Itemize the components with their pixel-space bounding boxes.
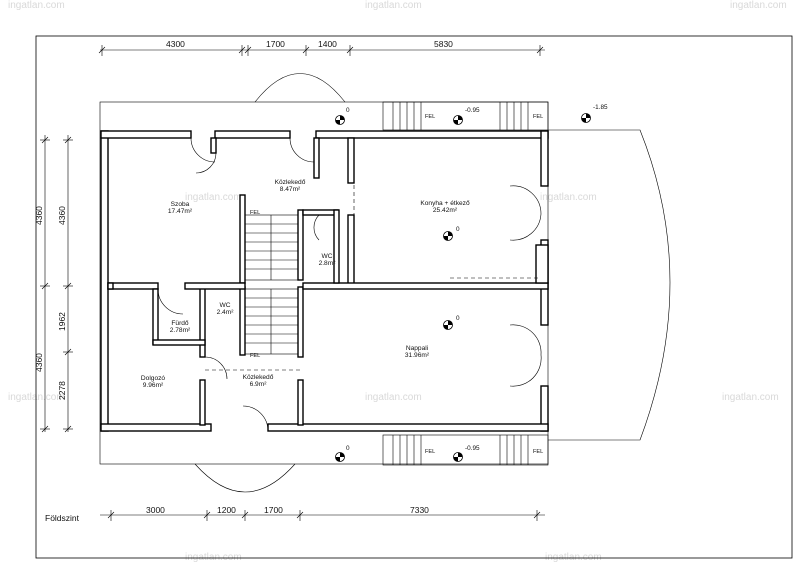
level-text: 0 (346, 107, 350, 114)
room-area-kozlekedo-lower: 6.9m² (250, 381, 268, 388)
level-text: 0 (346, 445, 350, 452)
room-name-konyha: Konyha + étkező (420, 200, 470, 207)
fel-label: FEL (250, 353, 260, 359)
dim-left-outer-2: 4360 (34, 353, 44, 372)
room-name-szoba: Szoba (171, 201, 190, 208)
staircase-lower (244, 288, 299, 355)
dim-left-inner-1: 4360 (57, 206, 67, 225)
watermark: ingatlan.com (8, 0, 65, 11)
level-text: 0 (456, 226, 460, 233)
hidden-lines (205, 185, 540, 371)
dimension-top: 4300 1700 1400 5830 (98, 39, 545, 56)
dim-left-inner-2: 1962 (57, 312, 67, 331)
watermark: ingatlan.com (722, 392, 779, 403)
dim-left-outer-1: 4360 (34, 206, 44, 225)
dimension-left: 4360 4360 4360 1962 2278 (34, 135, 73, 433)
staircase-upper (244, 214, 299, 281)
level-marker: 0 (443, 315, 460, 330)
room-name-kozlekedo-upper: Közlekedő (275, 179, 306, 186)
room-area-dolgozo: 9.96m² (143, 382, 164, 389)
terrace-arc (548, 129, 671, 441)
level-text: -1.85 (593, 104, 608, 111)
room-area-furdo: 2.78m² (170, 327, 191, 334)
bay-top (254, 73, 346, 103)
room-name-wc-1: WC (322, 253, 333, 260)
dim-top-4: 5830 (434, 39, 453, 49)
dim-top-3: 1400 (318, 39, 337, 49)
doors (157, 137, 542, 432)
room-labels: Szoba 17.47m² Közlekedő 8.47m² Konyha + … (141, 179, 470, 389)
steps-top (382, 101, 549, 131)
room-name-furdo: Fürdő (171, 320, 189, 327)
room-name-dolgozo: Dolgozó (141, 375, 166, 382)
walls (100, 130, 549, 432)
dim-left-inner-3: 2278 (57, 381, 67, 400)
watermark: ingatlan.com (185, 552, 242, 563)
room-area-wc-1: 2.8m² (319, 260, 337, 267)
stair-labels: FEL FEL FEL FEL FEL FEL (250, 114, 543, 455)
room-name-kozlekedo-lower: Közlekedő (243, 374, 274, 381)
level-marker: -0.95 (453, 445, 480, 462)
dim-bottom-3: 1700 (264, 505, 283, 515)
dim-bottom-4: 7330 (410, 505, 429, 515)
fel-label: FEL (250, 210, 260, 216)
level-marker: -1.85 (581, 104, 608, 123)
level-marker: 0 (335, 107, 350, 125)
watermark: ingatlan.com (365, 392, 422, 403)
level-markers: 0 -0.95 -1.85 0 0 (335, 104, 608, 462)
bay-bottom (194, 463, 296, 493)
fel-label: FEL (533, 114, 543, 120)
dim-top-2: 1700 (266, 39, 285, 49)
level-marker: -0.95 (453, 107, 480, 125)
level-text: -0.95 (465, 107, 480, 114)
room-name-wc-2: WC (220, 302, 231, 309)
watermark: ingatlan.com (185, 192, 242, 203)
level-text: 0 (456, 315, 460, 322)
dim-top-1: 4300 (166, 39, 185, 49)
level-marker: 0 (443, 226, 460, 241)
fel-label: FEL (425, 449, 435, 455)
sheet-frame (35, 35, 793, 559)
level-marker: 0 (335, 445, 350, 462)
room-area-nappali: 31.96m² (405, 352, 430, 359)
room-area-wc-2: 2.4m² (217, 309, 235, 316)
dim-bottom-2: 1200 (217, 505, 236, 515)
fel-label: FEL (533, 449, 543, 455)
dim-bottom-1: 3000 (146, 505, 165, 515)
watermark: ingatlan.com (365, 0, 422, 11)
room-area-szoba: 17.47m² (168, 208, 193, 215)
watermark: ingatlan.com (545, 552, 602, 563)
room-area-kozlekedo-upper: 8.47m² (280, 186, 301, 193)
plan-title: Földszint (45, 513, 80, 523)
level-text: -0.95 (465, 445, 480, 452)
room-area-konyha: 25.42m² (433, 207, 458, 214)
steps-bottom (382, 434, 549, 466)
dimension-bottom: 3000 1200 1700 7330 (100, 505, 545, 521)
watermark: ingatlan.com (540, 192, 597, 203)
watermark: ingatlan.com (730, 0, 787, 11)
room-name-nappali: Nappali (406, 345, 429, 352)
fel-label: FEL (425, 114, 435, 120)
